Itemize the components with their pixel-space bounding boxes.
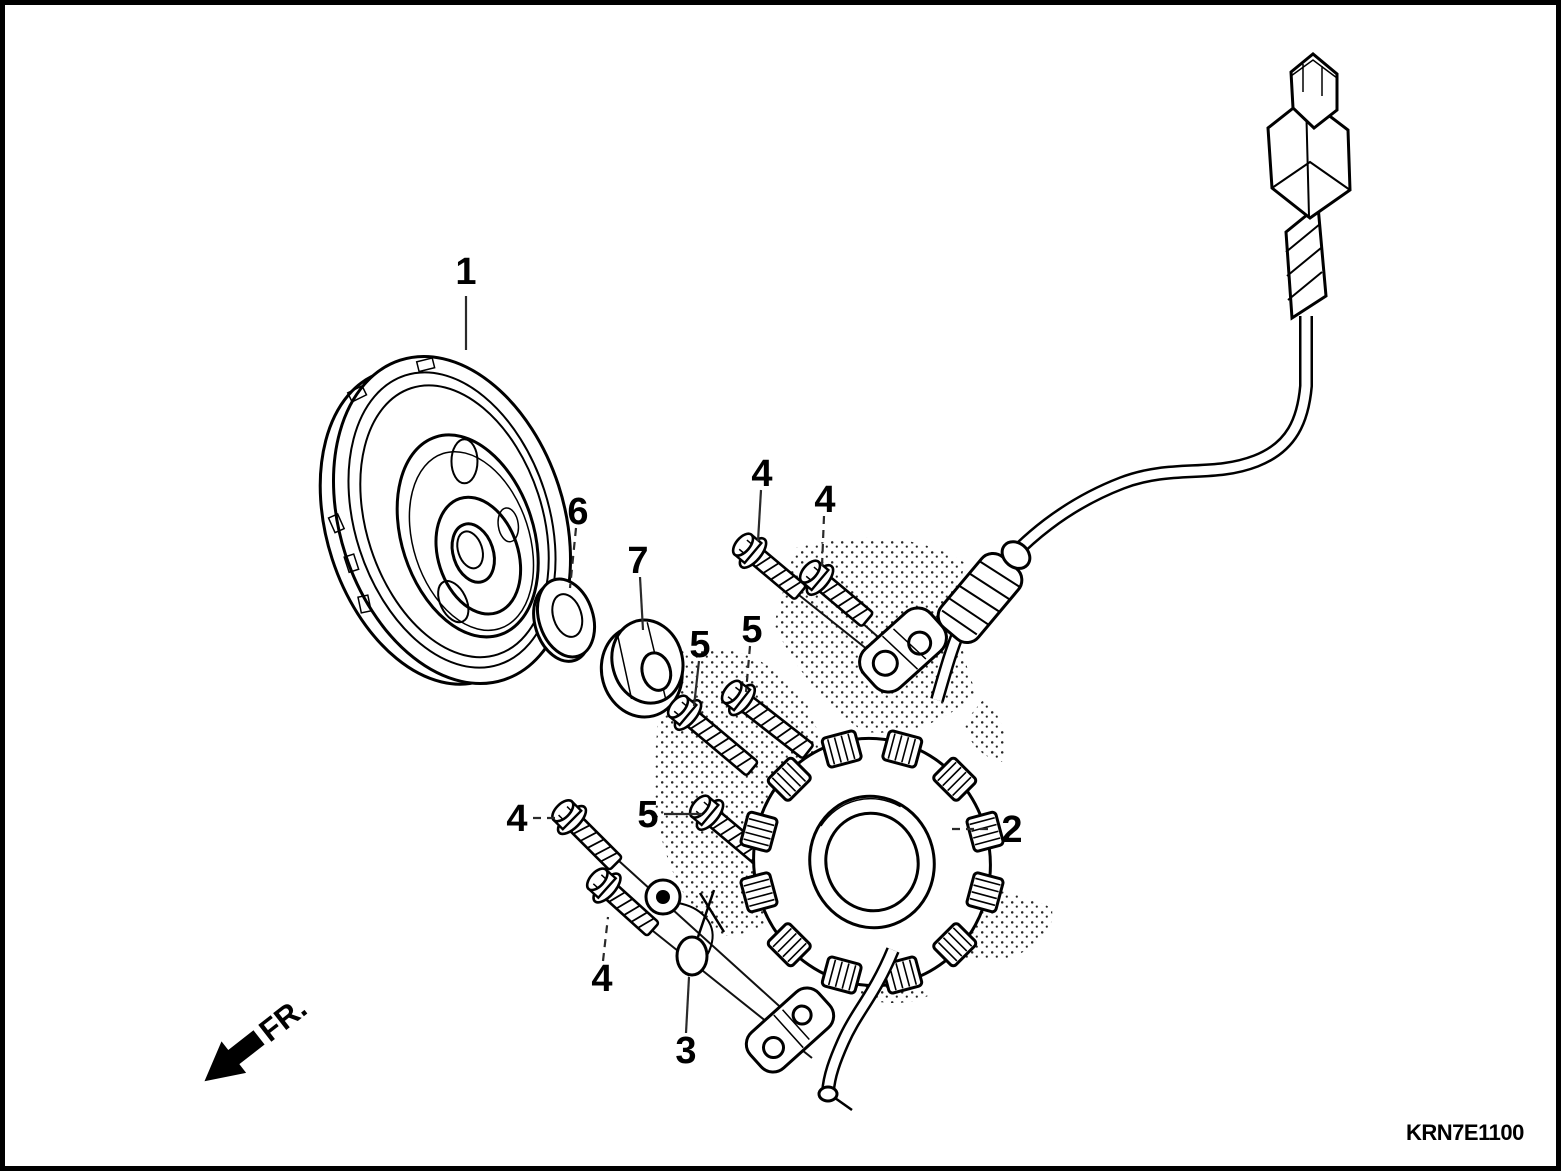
callout-5a: 5 <box>689 624 711 707</box>
flywheel-rim-slots <box>327 357 436 614</box>
wire-holder <box>858 606 948 694</box>
callout-4d-label: 4 <box>591 958 612 1000</box>
callout-5a-label: 5 <box>689 624 710 666</box>
flywheel <box>318 355 572 686</box>
harness-clamp-mount <box>744 986 836 1074</box>
callout-3: 3 <box>675 976 697 1072</box>
stator <box>738 728 1006 996</box>
flange-nut <box>599 618 685 719</box>
callout-4a: 4 <box>751 453 773 542</box>
callout-5c-label: 5 <box>637 794 658 836</box>
callout-1-label: 1 <box>455 251 476 293</box>
pickup-wire <box>817 947 900 1112</box>
cable-grommet <box>936 540 1032 645</box>
callout-7-label: 7 <box>627 540 648 582</box>
callout-4a-label: 4 <box>751 453 772 495</box>
callout-1: 1 <box>455 251 477 350</box>
callout-4c: 4 <box>506 798 560 840</box>
part-code: KRN7E1100 <box>1406 1120 1524 1145</box>
wire-clamp <box>644 878 726 977</box>
callout-5b: 5 <box>741 609 763 693</box>
front-direction-arrow-icon <box>204 1030 265 1082</box>
callout-2: 2 <box>950 809 1023 851</box>
callout-3-label: 3 <box>675 1030 696 1072</box>
washer <box>532 577 596 663</box>
callouts: 1 2 3 4 4 4 4 5 <box>455 251 1022 1072</box>
callout-5b-label: 5 <box>741 609 762 651</box>
connector-plug <box>1266 52 1352 321</box>
callout-4b-label: 4 <box>814 479 835 521</box>
callout-4c-label: 4 <box>506 798 527 840</box>
callout-7: 7 <box>627 540 649 631</box>
callout-2-label: 2 <box>1001 809 1022 851</box>
callout-4b: 4 <box>814 479 836 567</box>
callout-4d: 4 <box>591 916 613 1000</box>
callout-6: 6 <box>567 491 589 589</box>
callout-5c: 5 <box>637 794 702 836</box>
callout-6-label: 6 <box>567 491 588 533</box>
